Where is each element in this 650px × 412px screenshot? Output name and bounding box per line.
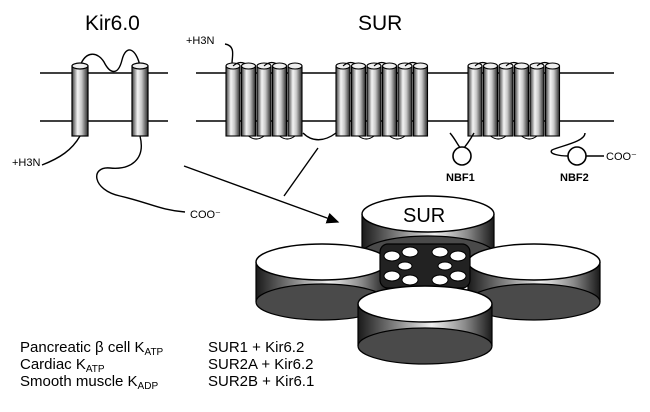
sur-helix: [350, 62, 367, 137]
sur-helix: [240, 62, 257, 137]
kir-subunit: [41, 49, 186, 213]
sur-helix: [366, 62, 382, 137]
legend-channel-subscript: ADP: [137, 381, 159, 392]
sur-helix: [225, 62, 241, 137]
sur-helix: [256, 62, 272, 137]
sur-helix: [397, 62, 413, 137]
sur-intracellular-linker-1: [302, 132, 337, 141]
sur-helix-loop: [490, 135, 507, 140]
kir-title: Kir6.0: [85, 12, 140, 35]
sur-helix-loop: [358, 135, 375, 140]
legend-channel-subscript: ATP: [85, 364, 105, 375]
kir-helix-m1: [71, 62, 89, 137]
sur-helix: [271, 62, 288, 137]
sur-helix-loop: [389, 135, 406, 140]
sur-helix: [381, 62, 398, 137]
nbf2-domain: [567, 146, 587, 166]
complex-sur-label: SUR: [403, 205, 445, 227]
legend-channel-name: Pancreatic β cell KATP: [20, 339, 163, 358]
legend-channel-name: Cardiac KATP: [20, 356, 105, 375]
sur-assembly-arrow: [283, 147, 319, 197]
sur-helix: [513, 62, 530, 137]
legend-channel-prefix: Cardiac K: [20, 356, 86, 373]
kir-extracellular-loop: [79, 49, 141, 73]
legend-channel-prefix: Smooth muscle K: [20, 373, 138, 390]
sur-helix: [335, 62, 351, 137]
sur-c-terminal-tail: [550, 132, 586, 157]
sur-n-terminal-tail: [224, 43, 234, 65]
sur-helix-loop: [521, 135, 538, 140]
legend-channel-subscript: ATP: [144, 347, 164, 358]
legend-channel-prefix: Pancreatic β cell K: [20, 339, 145, 356]
sur-helix: [467, 62, 483, 137]
sur-title: SUR: [358, 12, 402, 35]
sur-c-terminus-label: COO⁻: [606, 151, 637, 163]
katp-octamer-complex: [255, 195, 601, 365]
nbf1-label: NBF1: [446, 172, 475, 184]
sur-n-terminus-label: +H3N: [186, 35, 214, 47]
sur-helix: [498, 62, 514, 137]
sur-helix: [544, 62, 561, 137]
nbf2-label: NBF2: [560, 172, 589, 184]
kir-c-terminus-label: COO⁻: [190, 209, 221, 221]
kir-n-terminus-label: +H3N: [12, 157, 40, 169]
sur-helix: [482, 62, 499, 137]
sur-helix: [412, 62, 429, 137]
kir-c-terminal-tail: [96, 135, 186, 213]
kir-assembly-arrow: [183, 165, 340, 224]
kir-helix-m2: [131, 62, 149, 137]
legend-channel-name: Smooth muscle KADP: [20, 373, 158, 392]
sur-helix: [529, 62, 545, 137]
nbf1-domain: [452, 146, 472, 166]
sur-cylinder-right: [467, 243, 601, 321]
sur-subunit: [224, 43, 604, 166]
kir-n-terminal-tail: [41, 135, 81, 166]
sur-helix: [287, 62, 303, 137]
legend-composition: SUR2B + Kir6.1: [208, 373, 315, 390]
sur-helix-loop: [279, 135, 296, 140]
legend-composition: SUR1 + Kir6.2: [208, 339, 305, 356]
legend-composition: SUR2A + Kir6.2: [208, 356, 314, 373]
sur-transmembrane-helices: [225, 61, 561, 140]
sur-cylinder-bottom: [357, 285, 493, 365]
kir-pore-tetramer: [379, 243, 471, 289]
sur-helix-loop: [248, 135, 265, 140]
